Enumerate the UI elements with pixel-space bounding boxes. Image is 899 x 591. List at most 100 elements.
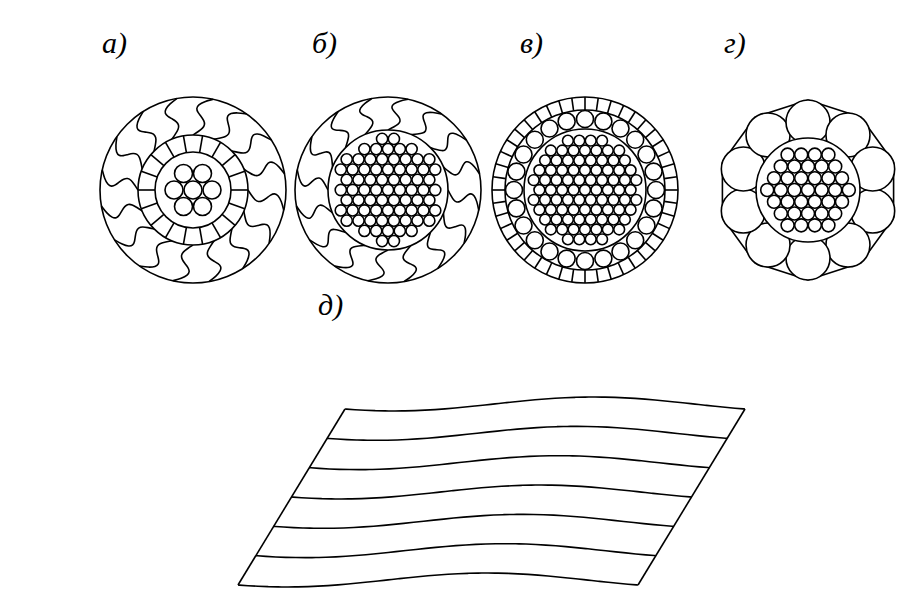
segment-divider <box>141 171 157 177</box>
segment-divider <box>608 101 612 113</box>
segment-divider <box>524 250 533 260</box>
small-wire <box>359 184 370 195</box>
small-wire <box>580 185 591 196</box>
small-wire <box>557 165 568 176</box>
small-wire <box>347 184 358 195</box>
segment-divider <box>166 142 175 157</box>
wavy-strand <box>244 162 285 176</box>
segment-divider <box>493 201 506 203</box>
segment-divider <box>637 120 646 130</box>
small-wire <box>194 165 212 183</box>
small-wire <box>545 185 556 196</box>
small-wire <box>815 207 828 220</box>
small-wire <box>829 207 842 220</box>
small-wire <box>347 205 358 216</box>
small-wire <box>400 154 411 165</box>
small-wire <box>585 214 596 225</box>
small-wire <box>788 207 801 220</box>
small-wire <box>341 195 352 206</box>
small-wire <box>781 195 794 208</box>
core <box>756 138 860 242</box>
small-wire <box>631 175 642 186</box>
medium-wire <box>612 120 629 137</box>
small-wire <box>540 175 551 186</box>
small-wire <box>563 175 574 186</box>
small-wire <box>795 219 808 232</box>
small-wire <box>394 225 405 236</box>
strand-line <box>327 426 727 440</box>
wavy-strand <box>248 190 284 210</box>
small-wire <box>591 204 602 215</box>
small-wire <box>608 214 619 225</box>
wavy-strand <box>443 162 479 175</box>
segment-divider <box>662 164 674 168</box>
small-wire <box>528 175 539 186</box>
small-wire <box>585 234 596 245</box>
small-wire <box>822 148 835 161</box>
small-wire <box>540 214 551 225</box>
small-wire <box>781 172 794 185</box>
outer-sheath <box>100 97 286 283</box>
wavy-strand <box>193 99 213 135</box>
small-wire <box>540 194 551 205</box>
wavy-strand <box>116 137 142 169</box>
small-wire <box>591 185 602 196</box>
small-wire <box>620 155 631 166</box>
segment-divider <box>212 142 221 157</box>
small-wire <box>574 155 585 166</box>
small-wire <box>788 160 801 173</box>
small-wire <box>394 205 405 216</box>
outer-sheath <box>295 97 481 283</box>
wavy-strand <box>403 245 416 281</box>
small-wire <box>371 225 382 236</box>
small-wire <box>781 148 794 161</box>
medium-wire <box>526 232 543 249</box>
segment-divider <box>572 269 574 282</box>
strand-line <box>256 544 656 558</box>
medium-wire <box>577 253 594 270</box>
small-wire <box>614 145 625 156</box>
strand-line <box>345 397 745 411</box>
segment-divider <box>151 155 164 166</box>
small-wire <box>424 195 435 206</box>
outer-sheath <box>492 97 678 283</box>
medium-wire <box>612 243 629 260</box>
segment-divider <box>496 164 508 168</box>
small-wire <box>795 195 808 208</box>
segment-divider <box>222 214 235 225</box>
small-wire <box>388 215 399 226</box>
core <box>155 152 231 228</box>
small-wire <box>602 145 613 156</box>
strand-line <box>292 485 692 499</box>
small-wire <box>625 204 636 215</box>
segment-divider <box>559 101 563 113</box>
segment-divider <box>496 213 508 217</box>
small-wire <box>557 185 568 196</box>
segment-divider <box>524 120 533 130</box>
segment-divider <box>546 105 551 117</box>
small-wire <box>377 215 388 226</box>
small-wire <box>842 184 855 197</box>
segment-divider <box>658 151 670 156</box>
segment-divider <box>572 98 574 111</box>
small-wire <box>551 194 562 205</box>
segment-divider <box>229 171 245 177</box>
medium-wire <box>515 217 532 234</box>
medium-wire <box>595 113 612 130</box>
small-wire <box>795 148 808 161</box>
small-wire <box>388 174 399 185</box>
wavy-strand <box>207 241 221 282</box>
medium-wire <box>526 131 543 148</box>
small-wire <box>822 219 835 232</box>
medium-wire <box>648 182 665 199</box>
small-wire <box>165 181 183 199</box>
wavy-strand <box>360 98 373 134</box>
segment-divider <box>608 267 612 279</box>
small-wire <box>534 165 545 176</box>
segment-divider <box>515 129 525 138</box>
small-wire <box>534 204 545 215</box>
small-wire <box>430 205 441 216</box>
small-wire <box>394 144 405 155</box>
segment-divider <box>515 242 525 251</box>
